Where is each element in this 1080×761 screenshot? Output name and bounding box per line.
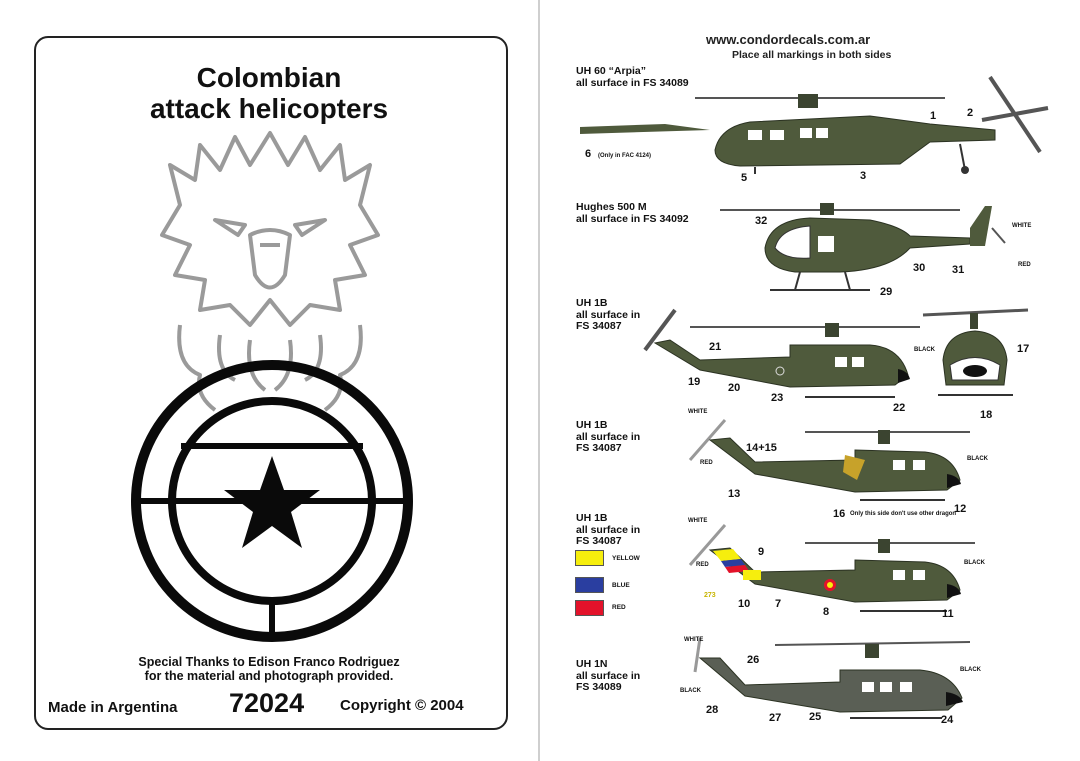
product-code: 72024: [229, 688, 305, 718]
section-uh60-label: UH 60 “Arpia” all surface in FS 34089: [576, 65, 689, 89]
nose-note: BLACK: [960, 667, 981, 673]
title-line-2: attack helicopters: [149, 93, 389, 124]
callout-27: 27: [769, 712, 782, 724]
legend-label-red: RED: [612, 604, 626, 611]
callout-20: 20: [728, 382, 741, 394]
legend-label-blue: BLUE: [612, 582, 630, 589]
dragon-note: Only this side don't use other dragon: [850, 511, 957, 517]
surface-spec-1: all surface in: [576, 430, 641, 443]
callout-21: 21: [709, 341, 722, 353]
legend-swatch-red: [575, 600, 604, 616]
website-link[interactable]: www.condordecals.com.ar: [706, 32, 871, 47]
tail-note-white: WHITE: [688, 409, 708, 415]
callout-32: 32: [755, 215, 768, 227]
callout-10: 10: [738, 598, 751, 610]
callout-6: 6: [585, 148, 592, 160]
surface-spec-1: all surface in: [576, 523, 641, 536]
callout-24: 24: [941, 714, 954, 726]
callout-8: 8: [823, 606, 830, 618]
section-hughes-label: Hughes 500 M all surface in FS 34092: [576, 201, 689, 225]
fac-note: (Only in FAC 4124): [598, 153, 652, 159]
sheet-title: Colombian attack helicopters: [0, 62, 538, 124]
surface-spec-2: FS 34087: [576, 442, 622, 454]
tail-note-white: WHITE: [684, 637, 704, 643]
uh1b-profile-a-icon: [643, 308, 920, 398]
page-divider: [538, 0, 540, 761]
title-line-1: Colombian: [196, 62, 342, 93]
copyright-label: Copyright © 2004: [340, 697, 464, 714]
tail-note-white: WHITE: [1012, 223, 1032, 229]
surface-spec-1: all surface in: [576, 669, 641, 682]
surface-spec-2: FS 34089: [576, 681, 622, 693]
legend-swatch-yellow: [575, 550, 604, 566]
callout-30: 30: [913, 262, 926, 274]
section-uh1b-b-label: UH 1B all surface in FS 34087: [576, 419, 641, 455]
callout-5: 5: [741, 172, 748, 184]
nose-note: BLACK: [964, 560, 985, 566]
uh60-profile-icon: [580, 75, 1049, 174]
callout-11: 11: [942, 608, 954, 620]
nose-note: BLACK: [967, 456, 988, 462]
model-name: UH 1B: [576, 512, 608, 524]
model-name: Hughes 500 M: [576, 201, 647, 213]
made-in-label: Made in Argentina: [48, 699, 178, 716]
callout-25: 25: [809, 711, 822, 723]
tail-note-red: RED: [696, 562, 709, 568]
model-name: UH 1B: [576, 297, 608, 309]
surface-spec: all surface in FS 34092: [576, 212, 689, 225]
thanks-line-2: for the material and photograph provided…: [144, 669, 394, 683]
tail-note-red: RED: [700, 460, 713, 466]
callout-14-15: 14+15: [746, 442, 777, 454]
model-name: UH 1N: [576, 658, 608, 670]
surface-spec-2: FS 34087: [576, 320, 622, 332]
section-uh1b-a-label: UH 1B all surface in FS 34087: [576, 297, 641, 333]
uh1b-profile-c-icon: [688, 524, 975, 612]
section-uh1b-c-label: UH 1B all surface in FS 34087: [576, 512, 641, 548]
callout-19: 19: [688, 376, 701, 388]
callout-13: 13: [728, 488, 741, 500]
tail-note-black: BLACK: [680, 688, 701, 694]
callout-28: 28: [706, 704, 719, 716]
callout-3: 3: [860, 170, 867, 182]
tail-number: 273: [704, 592, 716, 599]
callout-9: 9: [758, 546, 765, 558]
callout-2: 2: [967, 107, 974, 119]
section-uh1n-label: UH 1N all surface in FS 34089: [576, 658, 641, 694]
callout-26: 26: [747, 654, 760, 666]
callout-16: 16: [833, 508, 846, 520]
callout-31: 31: [952, 264, 965, 276]
model-name: UH 60 “Arpia”: [576, 65, 647, 77]
callout-12: 12: [954, 503, 967, 515]
callout-7: 7: [775, 598, 782, 610]
tail-note-white: WHITE: [688, 518, 708, 524]
uh1b-profile-b-icon: [688, 419, 970, 501]
surface-spec-2: FS 34087: [576, 535, 622, 547]
thanks-note: Special Thanks to Edison Franco Rodrigue…: [34, 655, 504, 683]
uh1n-profile-icon: [693, 637, 971, 719]
surface-spec: all surface in FS 34089: [576, 76, 689, 89]
legend-swatch-blue: [575, 577, 604, 593]
colombian-roundel-icon: [131, 360, 413, 642]
placement-instruction: Place all markings in both sides: [732, 49, 892, 61]
callout-29: 29: [880, 286, 893, 298]
tail-note-red: RED: [1018, 262, 1031, 268]
callout-1: 1: [930, 110, 937, 122]
thanks-line-1: Special Thanks to Edison Franco Rodrigue…: [138, 655, 400, 669]
callout-18: 18: [980, 409, 993, 421]
uh1b-front-view-icon: [922, 308, 1029, 396]
callout-17: 17: [1017, 343, 1030, 355]
legend-label-yellow: YELLOW: [612, 555, 640, 562]
callout-23: 23: [771, 392, 784, 404]
callout-22: 22: [893, 402, 906, 414]
surface-spec-1: all surface in: [576, 308, 641, 321]
nose-note: BLACK: [914, 347, 935, 353]
model-name: UH 1B: [576, 419, 608, 431]
hughes500-profile-icon: [720, 203, 1006, 291]
